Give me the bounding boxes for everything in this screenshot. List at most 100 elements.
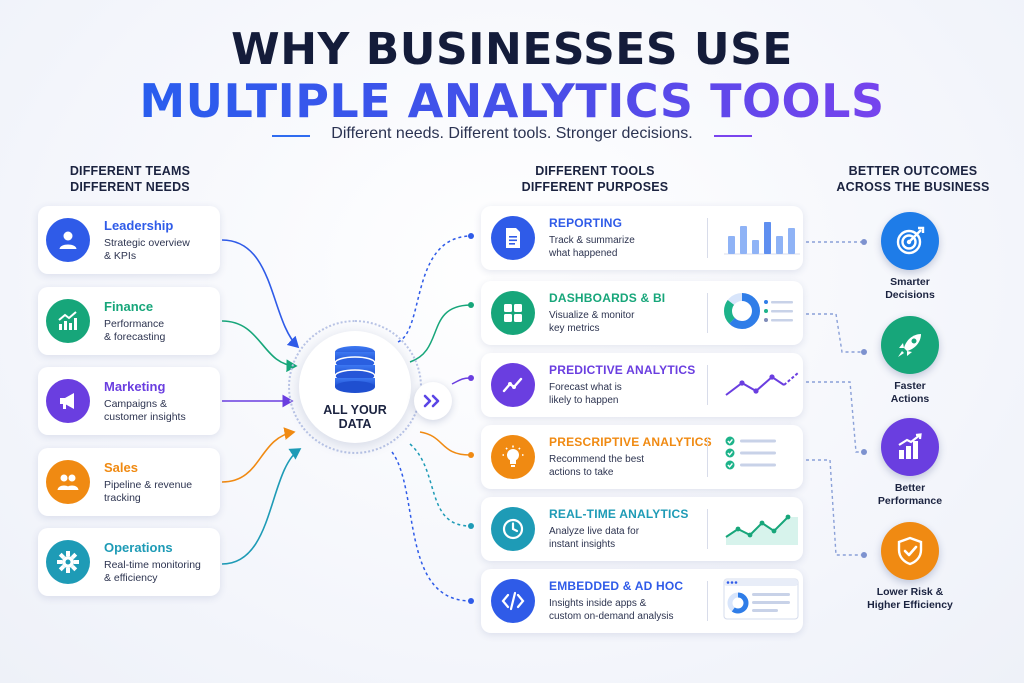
- rocket-icon: [881, 316, 939, 374]
- teams-heading-line-2: DIFFERENT NEEDS: [70, 180, 190, 194]
- tools-heading-line-2: DIFFERENT PURPOSES: [521, 180, 669, 194]
- tool-card-reporting[interactable]: REPORTING Track & summarize what happene…: [481, 206, 803, 270]
- connector-finance: [221, 320, 298, 373]
- team-desc-line-1: Strategic overview: [104, 236, 190, 249]
- tool-visual-bar-chart: [722, 214, 802, 263]
- tool-visual-area-chart: [722, 505, 802, 554]
- data-hub-inner: ALL YOUR DATA: [299, 331, 411, 443]
- team-text: Sales Pipeline & revenue tracking: [104, 460, 192, 505]
- connector-embedded: [391, 451, 471, 602]
- connector-to-faster: [806, 313, 862, 353]
- data-hub: ALL YOUR DATA: [288, 320, 422, 454]
- team-desc-line-2: & KPIs: [104, 249, 137, 262]
- team-text: Leadership Strategic overview & KPIs: [104, 218, 190, 263]
- gear-icon: [46, 540, 90, 584]
- connector-realtime: [409, 443, 471, 527]
- outcomes-heading-line-1: BETTER OUTCOMES: [848, 164, 978, 178]
- tool-text: REPORTING Track & summarize what happene…: [549, 216, 689, 260]
- megaphone-icon: [46, 379, 90, 423]
- tool-card-dashboards-bi[interactable]: DASHBOARDS & BI Visualize & monitor key …: [481, 281, 803, 345]
- tool-desc-line-1: Forecast what is: [549, 382, 622, 393]
- connector-to-better: [806, 381, 862, 453]
- team-card-sales[interactable]: Sales Pipeline & revenue tracking: [38, 448, 220, 516]
- outcome-label-line-1: Lower Risk &: [876, 586, 944, 598]
- connector-leadership: [221, 239, 300, 349]
- tool-divider: [707, 581, 708, 621]
- tool-desc-line-2: key metrics: [549, 323, 600, 334]
- tool-card-real-time-analytics[interactable]: REAL-TIME ANALYTICS Analyze live data fo…: [481, 497, 803, 561]
- code-icon: [491, 579, 535, 623]
- outcome-label-line-2: Decisions: [885, 289, 935, 301]
- team-card-leadership[interactable]: Leadership Strategic overview & KPIs: [38, 206, 220, 274]
- shield-check-icon: [881, 522, 939, 580]
- tool-visual-line-chart: [722, 361, 802, 410]
- tool-text: PREDICTIVE ANALYTICS Forecast what is li…: [549, 363, 695, 407]
- database-icon: [332, 344, 378, 399]
- outcome-label-line-2: Actions: [890, 393, 930, 405]
- tool-divider: [707, 509, 708, 549]
- tool-card-predictive-analytics[interactable]: PREDICTIVE ANALYTICS Forecast what is li…: [481, 353, 803, 417]
- tool-desc-line-1: Recommend the best: [549, 454, 645, 465]
- tool-desc-line-2: instant insights: [549, 539, 616, 550]
- tool-desc-line-2: what happened: [549, 248, 618, 259]
- tool-card-embedded-ad-hoc[interactable]: EMBEDDED & AD HOC Insights inside apps &…: [481, 569, 803, 633]
- team-card-operations[interactable]: Operations Real-time monitoring & effici…: [38, 528, 220, 596]
- tool-desc-line-2: custom on-demand analysis: [549, 611, 674, 622]
- outcome-label-line-2: Higher Efficiency: [867, 599, 953, 611]
- team-desc-line-1: Campaigns &: [104, 397, 168, 410]
- team-desc-line-2: & efficiency: [104, 571, 158, 584]
- tool-divider: [707, 293, 708, 333]
- team-name: Leadership: [104, 217, 174, 233]
- connector-sales: [221, 427, 296, 483]
- tool-desc-line-2: likely to happen: [549, 395, 619, 406]
- tool-divider: [707, 365, 708, 405]
- team-desc-line-1: Performance: [104, 317, 165, 330]
- tool-desc-line-1: Analyze live data for: [549, 526, 640, 537]
- team-card-marketing[interactable]: Marketing Campaigns & customer insights: [38, 367, 220, 435]
- lightbulb-icon: [491, 435, 535, 479]
- tool-card-prescriptive-analytics[interactable]: PRESCRIPTIVE ANALYTICS Recommend the bes…: [481, 425, 803, 489]
- document-icon: [491, 216, 535, 260]
- clock-icon: [491, 507, 535, 551]
- title-line-2: MULTIPLE ANALYTICS TOOLS: [0, 74, 1024, 128]
- connector-operations: [221, 448, 302, 565]
- tool-desc-line-1: Insights inside apps &: [549, 598, 647, 609]
- connector-reporting: [397, 235, 471, 343]
- hub-label-line-1: ALL YOUR: [323, 402, 387, 417]
- team-desc-line-1: Pipeline & revenue: [104, 478, 193, 491]
- tool-name: PRESCRIPTIVE ANALYTICS: [549, 435, 712, 449]
- forward-chevron-icon: [414, 382, 452, 420]
- tools-column-heading: DIFFERENT TOOLS DIFFERENT PURPOSES: [495, 163, 695, 195]
- outcomes-heading-line-2: ACROSS THE BUSINESS: [836, 180, 990, 194]
- outcome-label: Lower Risk & Higher Efficiency: [867, 586, 953, 612]
- team-name: Finance: [104, 298, 154, 314]
- tool-divider: [707, 218, 708, 258]
- team-card-finance[interactable]: Finance Performance & forecasting: [38, 287, 220, 355]
- team-desc-line-1: Real-time monitoring: [104, 558, 201, 571]
- hub-label-line-2: DATA: [338, 416, 372, 431]
- tool-desc-line-1: Visualize & monitor: [549, 310, 635, 321]
- tool-name: DASHBOARDS & BI: [549, 291, 666, 305]
- target-icon: [881, 212, 939, 270]
- grid-icon: [491, 291, 535, 335]
- trend-icon: [491, 363, 535, 407]
- bar-growth-icon: [881, 418, 939, 476]
- outcome-faster-actions: Faster Actions: [848, 316, 972, 406]
- tool-text: DASHBOARDS & BI Visualize & monitor key …: [549, 291, 689, 335]
- team-text: Marketing Campaigns & customer insights: [104, 379, 186, 424]
- tool-desc-line-2: actions to take: [549, 467, 614, 478]
- tools-heading-line-1: DIFFERENT TOOLS: [535, 164, 655, 178]
- teams-heading-line-1: DIFFERENT TEAMS: [69, 164, 191, 178]
- team-desc-line-2: & forecasting: [104, 330, 166, 343]
- outcome-smarter-decisions: Smarter Decisions: [848, 212, 972, 302]
- team-text: Operations Real-time monitoring & effici…: [104, 540, 201, 585]
- teams-column-heading: DIFFERENT TEAMS DIFFERENT NEEDS: [30, 163, 230, 195]
- team-name: Marketing: [104, 378, 166, 394]
- outcome-label: Smarter Decisions: [885, 276, 935, 302]
- tool-name: REAL-TIME ANALYTICS: [549, 507, 689, 521]
- team-name: Operations: [104, 539, 173, 555]
- team-text: Finance Performance & forecasting: [104, 299, 165, 344]
- subtitle: Different needs. Different tools. Strong…: [331, 125, 693, 142]
- tool-visual-checklist: [722, 433, 802, 482]
